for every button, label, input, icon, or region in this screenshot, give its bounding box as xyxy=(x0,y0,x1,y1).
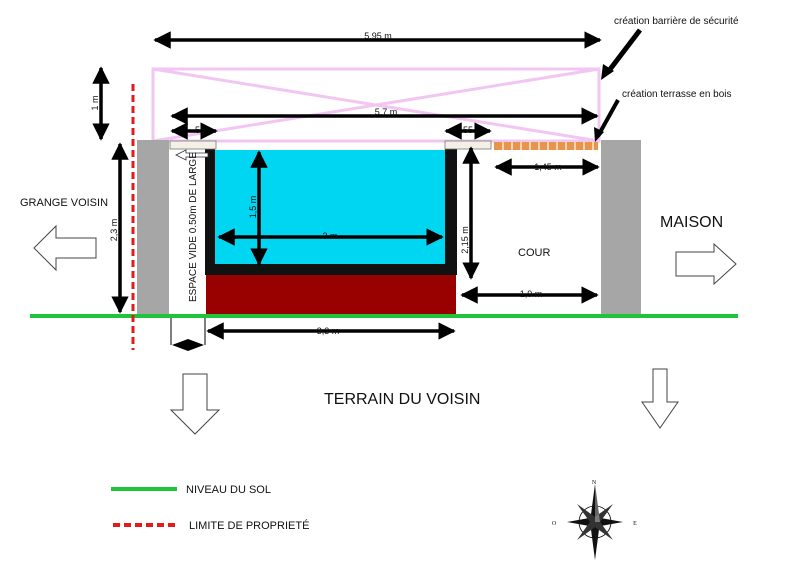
label-house: MAISON xyxy=(660,214,723,231)
dimension-labels: 5,95 m 1 m 5,7 m 55 55 1,45 m 2,3 m 1,5 … xyxy=(90,31,562,336)
label-empty-space: ESPACE VIDE 0.50m DE LARGE xyxy=(188,152,199,302)
compass-north: N xyxy=(592,480,597,486)
arrow-down-left-icon xyxy=(169,373,221,435)
label-barn: GRANGE VOISIN xyxy=(20,197,108,209)
coping-left xyxy=(169,140,217,150)
annotation-pointers xyxy=(594,28,642,142)
empty-space-marker xyxy=(170,318,206,345)
compass-rose-icon: N O E xyxy=(552,480,637,560)
house-wall xyxy=(601,140,641,316)
annotation-terrace: création terrasse en bois xyxy=(622,89,732,100)
dim-gap-left: 55 xyxy=(195,125,205,135)
dim-pool-depth: 1,5 m xyxy=(248,196,258,219)
dim-gap-right: 55 xyxy=(463,125,473,135)
dim-wall-height: 2,3 m xyxy=(109,219,119,242)
dim-pool-width: 3 m xyxy=(322,231,337,241)
dim-court-width: 1,9 m xyxy=(520,289,543,299)
coping-arrow-icon xyxy=(175,149,209,161)
pool-wall-left xyxy=(205,146,215,268)
annotation-barrier: création barrière de sécurité xyxy=(614,16,739,27)
dim-base-width: 3,3 m xyxy=(317,326,340,336)
dim-side-height: 2,15 m xyxy=(460,226,470,254)
arrow-down-right-icon xyxy=(641,368,679,429)
label-neighbor-land: TERRAIN DU VOISIN xyxy=(324,391,480,408)
empty-space-diamond xyxy=(172,339,204,351)
ground-line xyxy=(30,314,738,318)
wood-terrace xyxy=(494,142,598,150)
dimension-arrows xyxy=(92,31,602,340)
security-barrier xyxy=(151,67,601,143)
legend: NIVEAU DU SOL LIMITE DE PROPRIETÉ xyxy=(111,484,309,532)
compass-west: O xyxy=(552,521,557,527)
barn-wall xyxy=(137,140,169,316)
dim-terrace-width: 1,45 m xyxy=(534,162,562,172)
pool-base-black xyxy=(205,264,457,275)
arrow-left-icon xyxy=(33,224,97,272)
label-court: COUR xyxy=(518,247,550,259)
legend-boundary-label: LIMITE DE PROPRIETÉ xyxy=(189,519,309,532)
dim-total-width: 5,95 m xyxy=(364,31,392,41)
arrow-right-icon xyxy=(675,242,737,286)
legend-ground-label: NIVEAU DU SOL xyxy=(186,484,271,496)
dim-inner-width: 5,7 m xyxy=(375,107,398,117)
concrete-base xyxy=(206,275,456,315)
pool-wall-right xyxy=(445,146,457,268)
dim-railing-height: 1 m xyxy=(90,95,100,110)
direction-arrows xyxy=(33,224,737,435)
compass-east: E xyxy=(633,521,637,527)
coping-right xyxy=(444,140,492,150)
